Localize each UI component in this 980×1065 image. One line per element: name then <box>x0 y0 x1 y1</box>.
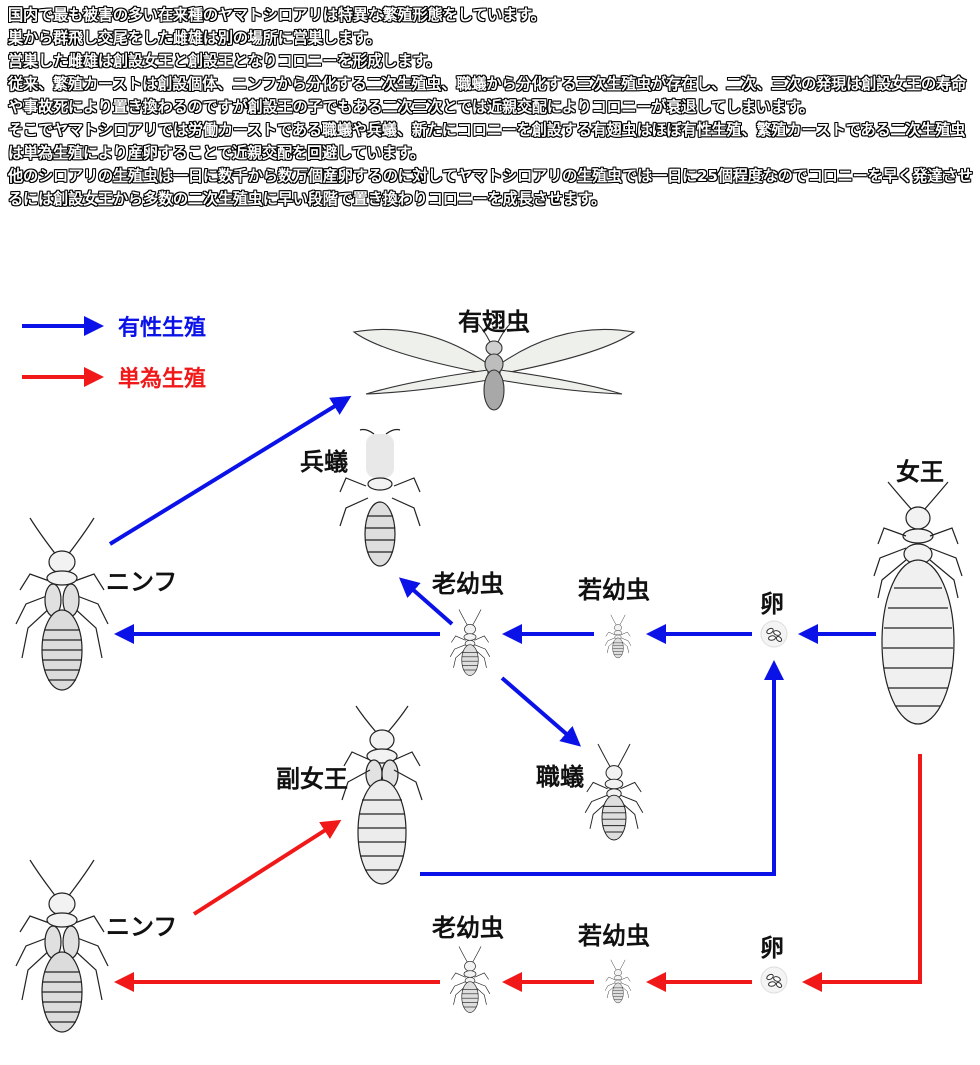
intro-line: 他のシロアリの生殖虫は一日に数千から数万個産卵するのに対してヤマトシロアリの生殖… <box>8 167 973 208</box>
arrow-old-larva-to-worker <box>500 676 582 747</box>
legend-sexual-label: 有性生殖 <box>118 315 206 341</box>
eggs-bottom-illustration <box>760 966 788 994</box>
young-larva-bottom-illustration <box>604 959 632 1004</box>
old-larva-top-label: 老幼虫 <box>432 569 504 598</box>
egg-top-label: 卵 <box>760 589 784 618</box>
arrow-nymph-to-secondary-queen <box>192 819 342 916</box>
worker-illustration <box>584 743 644 841</box>
nymph-bottom-label: ニンフ <box>106 912 177 941</box>
intro-line: 営巣した雌雄は創設女王と創設王となりコロニーを形成します。 <box>8 52 441 70</box>
old-larva-bottom-label: 老幼虫 <box>432 913 504 942</box>
young-larva-bottom-label: 若幼虫 <box>577 921 650 950</box>
worker-label: 職蟻 <box>536 762 584 791</box>
intro-line: 国内で最も被害の多い在来種のヤマトシロアリは特異な繁殖形態をしています。 <box>8 6 546 24</box>
eggs-top-illustration <box>760 620 788 648</box>
old-larva-bottom-illustration <box>449 946 491 1013</box>
young-larva-top-label: 若幼虫 <box>577 575 650 604</box>
soldier-label: 兵蟻 <box>300 447 348 476</box>
parthenogenesis-arrows <box>114 754 922 992</box>
young-larva-top-illustration <box>604 614 632 659</box>
intro-text: 国内で最も被害の多い在来種のヤマトシロアリは特異な繁殖形態をしています。 巣から… <box>8 4 974 211</box>
secondary-queen-label: 副女王 <box>276 764 348 793</box>
alate-illustration <box>352 323 636 411</box>
old-larva-top-illustration <box>449 609 491 676</box>
nymph-top-illustration <box>15 517 109 691</box>
legend: 有性生殖 単為生殖 <box>22 313 208 394</box>
intro-line: 巣から群飛し交尾をした雌雄は別の場所に営巣します。 <box>8 29 382 47</box>
nymph-bottom-illustration <box>15 859 109 1033</box>
intro-line: そこでヤマトシロアリでは労働カーストである職蟻や兵蟻、新たにコロニーを創設する有… <box>8 121 966 162</box>
arrow-old-larva-to-soldier <box>398 577 454 626</box>
queen-illustration <box>873 481 963 725</box>
queen-label: 女王 <box>896 457 944 486</box>
arrow-nymph-to-alate <box>108 395 352 546</box>
secondary-queen-illustration <box>341 705 423 885</box>
arrow-secondary-queen-to-egg <box>420 660 784 876</box>
alate-label: 有翅虫 <box>458 307 530 336</box>
legend-parthenogenesis-label: 単為生殖 <box>118 366 206 392</box>
nymph-top-label: ニンフ <box>106 567 177 596</box>
egg-bottom-label: 卵 <box>760 933 784 962</box>
soldier-illustration <box>339 428 421 567</box>
arrow-queen-to-egg-red <box>802 754 922 992</box>
sexual-arrows <box>108 395 876 876</box>
intro-line: 従来、繁殖カーストは創設個体、ニンフから分化する二次生殖虫、職蟻から分化する三次… <box>8 75 966 116</box>
